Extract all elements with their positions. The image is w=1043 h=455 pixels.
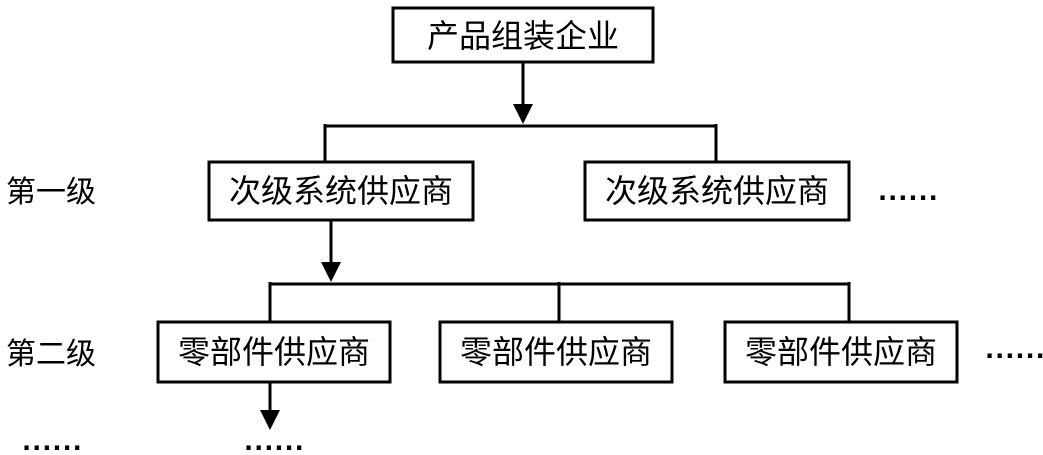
tier2-node-1: 零部件供应商 [156,320,392,384]
tier2-node-1-label: 零部件供应商 [178,333,370,371]
level-label-first: 第一级 [6,175,96,210]
bottom-left-ellipsis: ...... [22,428,83,455]
tier1-node-2: 次级系统供应商 [583,160,851,222]
root-node-label: 产品组装企业 [427,17,619,55]
tier2-node-1-box [156,320,392,384]
tier2-node-3: 零部件供应商 [723,320,959,384]
tier2-node-2-label: 零部件供应商 [460,333,652,371]
root-down-arrowhead [513,104,533,124]
root-node-box [391,6,655,64]
tier1-down-arrowhead [321,262,341,282]
tier2-node-3-label: 零部件供应商 [745,333,937,371]
tier2-node-2: 零部件供应商 [438,320,674,384]
tier1-node-2-label: 次级系统供应商 [605,172,829,210]
tier1-node-1: 次级系统供应商 [207,160,475,222]
root-node: 产品组装企业 [391,6,655,64]
tier1-node-1-label: 次级系统供应商 [229,172,453,210]
tier1-node-1-box [207,160,475,222]
tier2-node-2-box [438,320,674,384]
tier1-more-ellipsis: ...... [878,178,939,206]
tier2-more-ellipsis: ...... [985,336,1043,364]
tier1-node-2-box [583,160,851,222]
level-label-second: 第二级 [6,337,96,372]
bottom-under-part-ellipsis: ...... [244,428,305,455]
tier2-node-3-box [723,320,959,384]
tier2-down-arrowhead [260,410,280,430]
